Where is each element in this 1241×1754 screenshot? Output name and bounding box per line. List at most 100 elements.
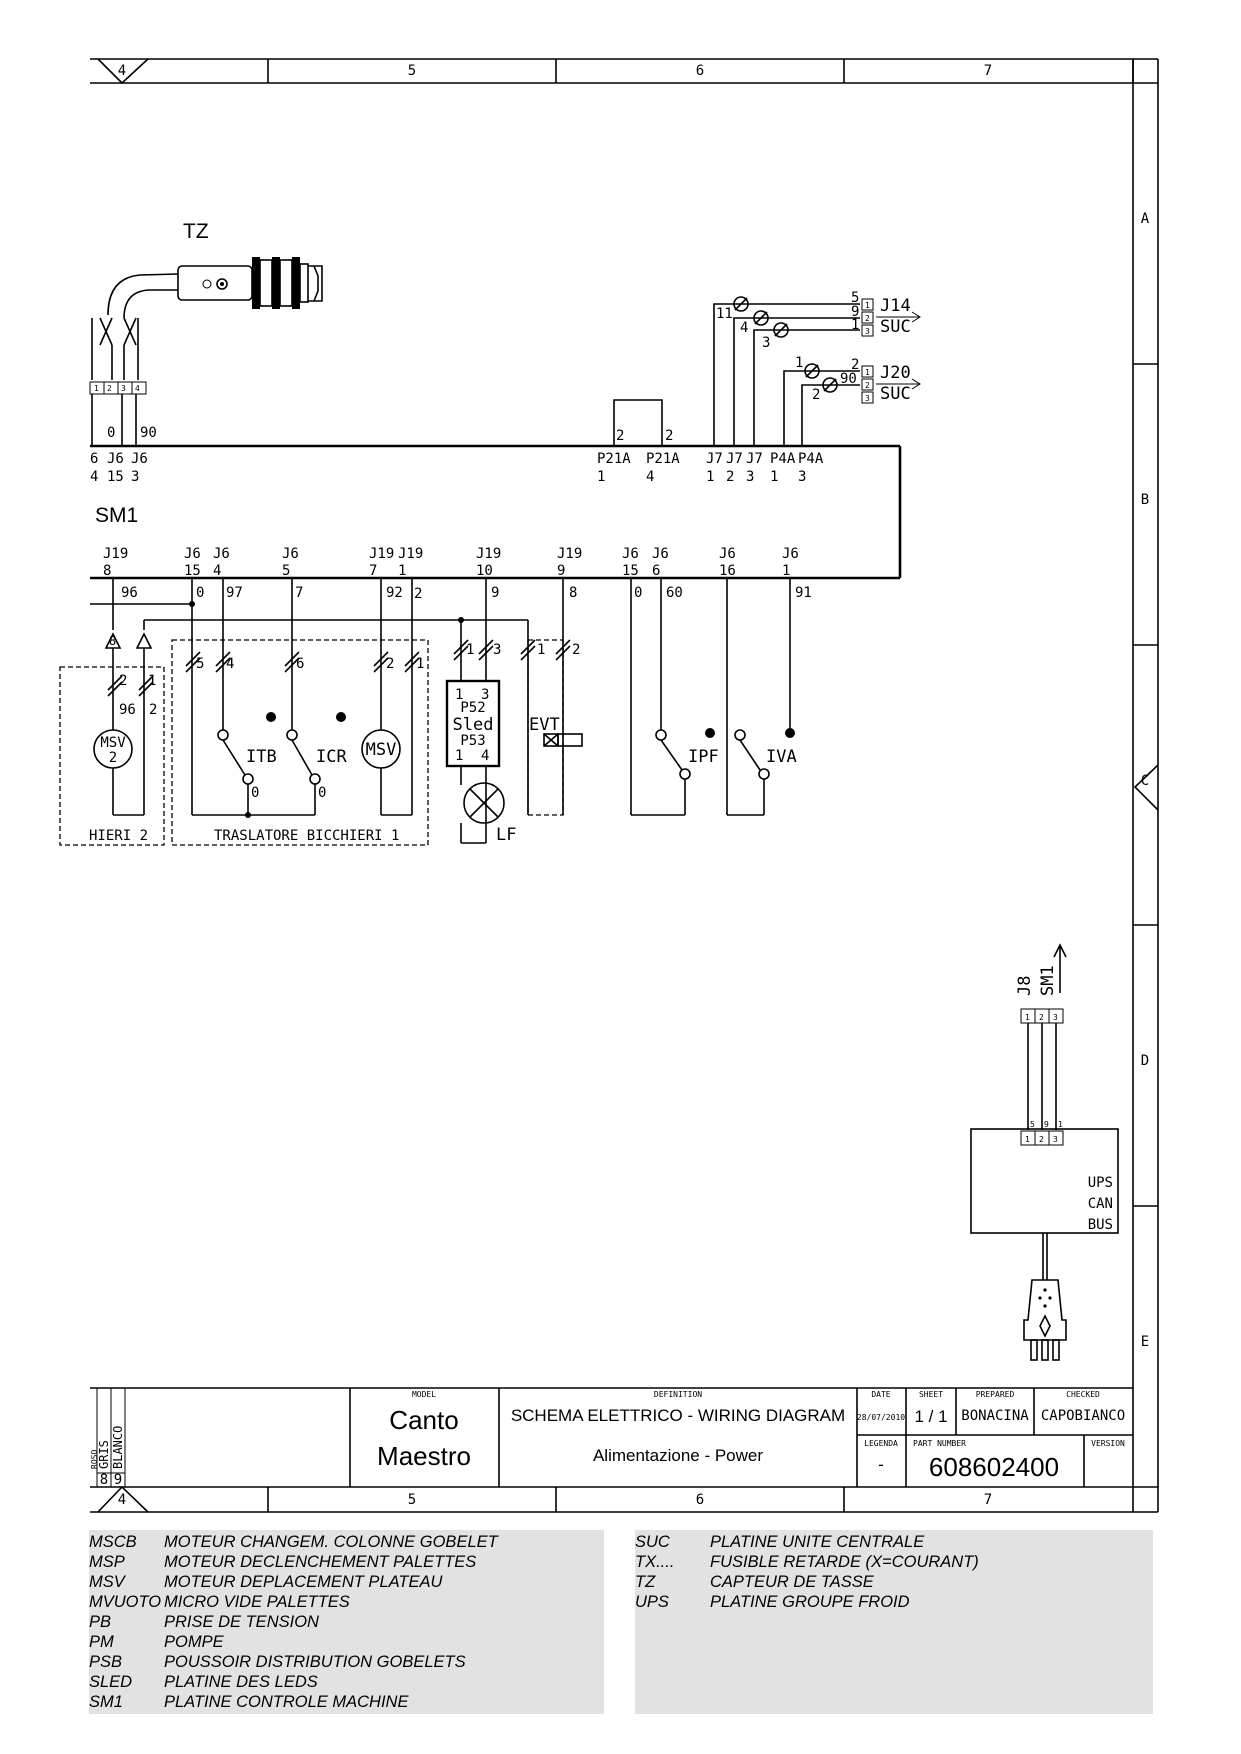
itb-contact: 0 (251, 785, 259, 801)
color-code-name: GRIS (97, 1440, 111, 1469)
wire-num: 96 (121, 585, 138, 601)
tz-wire-0: 0 (107, 425, 115, 441)
wire-num: 2 (414, 586, 422, 602)
legend-code: PSB (89, 1653, 123, 1671)
j8-pin: 2 (1039, 1013, 1044, 1022)
sm1-top-pin: 3 (798, 469, 806, 485)
j14-pin-3: 3 (865, 327, 870, 336)
legend-code: PB (89, 1613, 112, 1631)
ups-section (970, 943, 1119, 1361)
col-label-bottom-6: 6 (696, 1492, 704, 1508)
sm1-bot-pin: 15 (622, 563, 639, 579)
p52-wire: 3 (493, 642, 501, 658)
wire-num: 92 (386, 585, 403, 601)
sm1-bot-pin: 5 (282, 563, 290, 579)
j14-wire: 9 (851, 304, 859, 320)
tz-wire-90: 90 (140, 425, 157, 441)
j8-pin: 3 (1053, 1013, 1058, 1022)
wire-num: 8 (569, 585, 577, 601)
msv2-wire: 1 (148, 673, 156, 689)
sm1-bot-conn: J19 (398, 546, 423, 562)
definition-label: DEFINITION (654, 1390, 702, 1399)
traslatore-2-label: HIERI 2 (89, 828, 148, 844)
iva-label: IVA (766, 747, 797, 767)
col-label-top-4: 4 (118, 63, 126, 79)
j8-pin: 1 (1025, 1013, 1030, 1022)
j14-j20-wiring (613, 296, 921, 446)
p52-pin: 3 (481, 687, 489, 703)
j14-label: J14 (880, 296, 911, 316)
model-label: MODEL (412, 1390, 436, 1399)
model-line-1: Canto (389, 1405, 458, 1435)
msv2-wire: 2 (149, 702, 157, 718)
legend-desc: PLATINE CONTROLE MACHINE (164, 1693, 409, 1711)
msv-wire: 1 (416, 656, 424, 672)
legenda-value: - (878, 1455, 884, 1474)
sm1-top-pin: 4 (90, 469, 98, 485)
sm1-bot-pin: 7 (369, 563, 377, 579)
sm1-top-conn: P4A (770, 451, 796, 467)
row-label-b: B (1141, 492, 1149, 508)
sm1-bot-conn: J6 (652, 546, 669, 562)
p53-pin: 4 (481, 748, 489, 764)
legenda-label: LEGENDA (864, 1439, 898, 1448)
legend-desc: FUSIBLE RETARDE (X=COURANT) (710, 1553, 979, 1571)
sheet-value: 1 / 1 (914, 1407, 947, 1426)
j14-suc-label: SUC (880, 317, 911, 337)
sm1-bot-conn: J6 (282, 546, 299, 562)
legend-code: SLED (89, 1673, 133, 1691)
p21a-wire: 2 (665, 428, 673, 444)
msv2-wire: 96 (119, 702, 136, 718)
legend-desc: MOTEUR CHANGEM. COLONNE GOBELET (164, 1533, 498, 1551)
legend-right: SUC PLATINE UNITE CENTRALE TX.... FUSIBLE … (635, 1530, 1153, 1714)
col-label-top-6: 6 (696, 63, 704, 79)
checked-value: CAPOBIANCO (1041, 1408, 1125, 1424)
sm1-bot-conn: J6 (719, 546, 736, 562)
title-block (90, 1387, 1133, 1487)
definition-title: SCHEMA ELETTRICO - WIRING DIAGRAM (511, 1406, 845, 1425)
legend-desc: POMPE (164, 1633, 224, 1651)
legend-code: MVUOTO (89, 1593, 162, 1611)
legend-desc: PLATINE UNITE CENTRALE (710, 1533, 925, 1551)
legend-row: SM1 PLATINE CONTROLE MACHINE (89, 1692, 604, 1712)
legend-code: TZ (635, 1573, 656, 1591)
itb-label: ITB (246, 747, 277, 767)
wire-num: 0 (634, 585, 642, 601)
j8-wire: 5 (1030, 1120, 1035, 1129)
evt-wire: 1 (537, 642, 545, 658)
icr-wire: 6 (296, 656, 304, 672)
msv2-number: 2 (109, 750, 117, 766)
legend-code: TX.... (635, 1553, 675, 1571)
tz-pin-2: 2 (107, 384, 112, 393)
color-code-num: 8 (100, 1472, 108, 1488)
legend-row: PSB POUSSOIR DISTRIBUTION GOBELETS (89, 1652, 604, 1672)
msv2-wire: 2 (119, 673, 127, 689)
legend-desc: POUSSOIR DISTRIBUTION GOBELETS (164, 1653, 466, 1671)
col-label-top-7: 7 (984, 63, 992, 79)
sm1-top-conn: 6 (90, 451, 98, 467)
ups-pin: 2 (1039, 1135, 1044, 1144)
drawing-frame (90, 58, 1159, 1513)
row-label-a: A (1141, 211, 1150, 227)
legend-desc: PRISE DE TENSION (164, 1613, 319, 1631)
sm1-top-conn: J7 (746, 451, 763, 467)
legend-code: SUC (635, 1533, 670, 1551)
j20-pin-1: 1 (865, 368, 870, 377)
sm1-top-conn: J6 (131, 451, 148, 467)
sm1-bot-pin: 8 (103, 563, 111, 579)
legend-row: PB PRISE DE TENSION (89, 1612, 604, 1632)
definition-subtitle: Alimentazione - Power (593, 1446, 763, 1465)
sm1-top-pin: 15 (107, 469, 124, 485)
msv2-pin: 8 (109, 634, 116, 648)
sm1-top-pin: 1 (706, 469, 714, 485)
legend-code: SM1 (89, 1693, 123, 1711)
ups-can-label: CAN (1088, 1196, 1113, 1212)
legend-desc: PLATINE DES LEDS (164, 1673, 318, 1691)
legend-desc: MICRO VIDE PALETTES (164, 1593, 350, 1611)
sm1-top-pin: 4 (646, 469, 654, 485)
j20-wire: 2 (812, 387, 820, 403)
